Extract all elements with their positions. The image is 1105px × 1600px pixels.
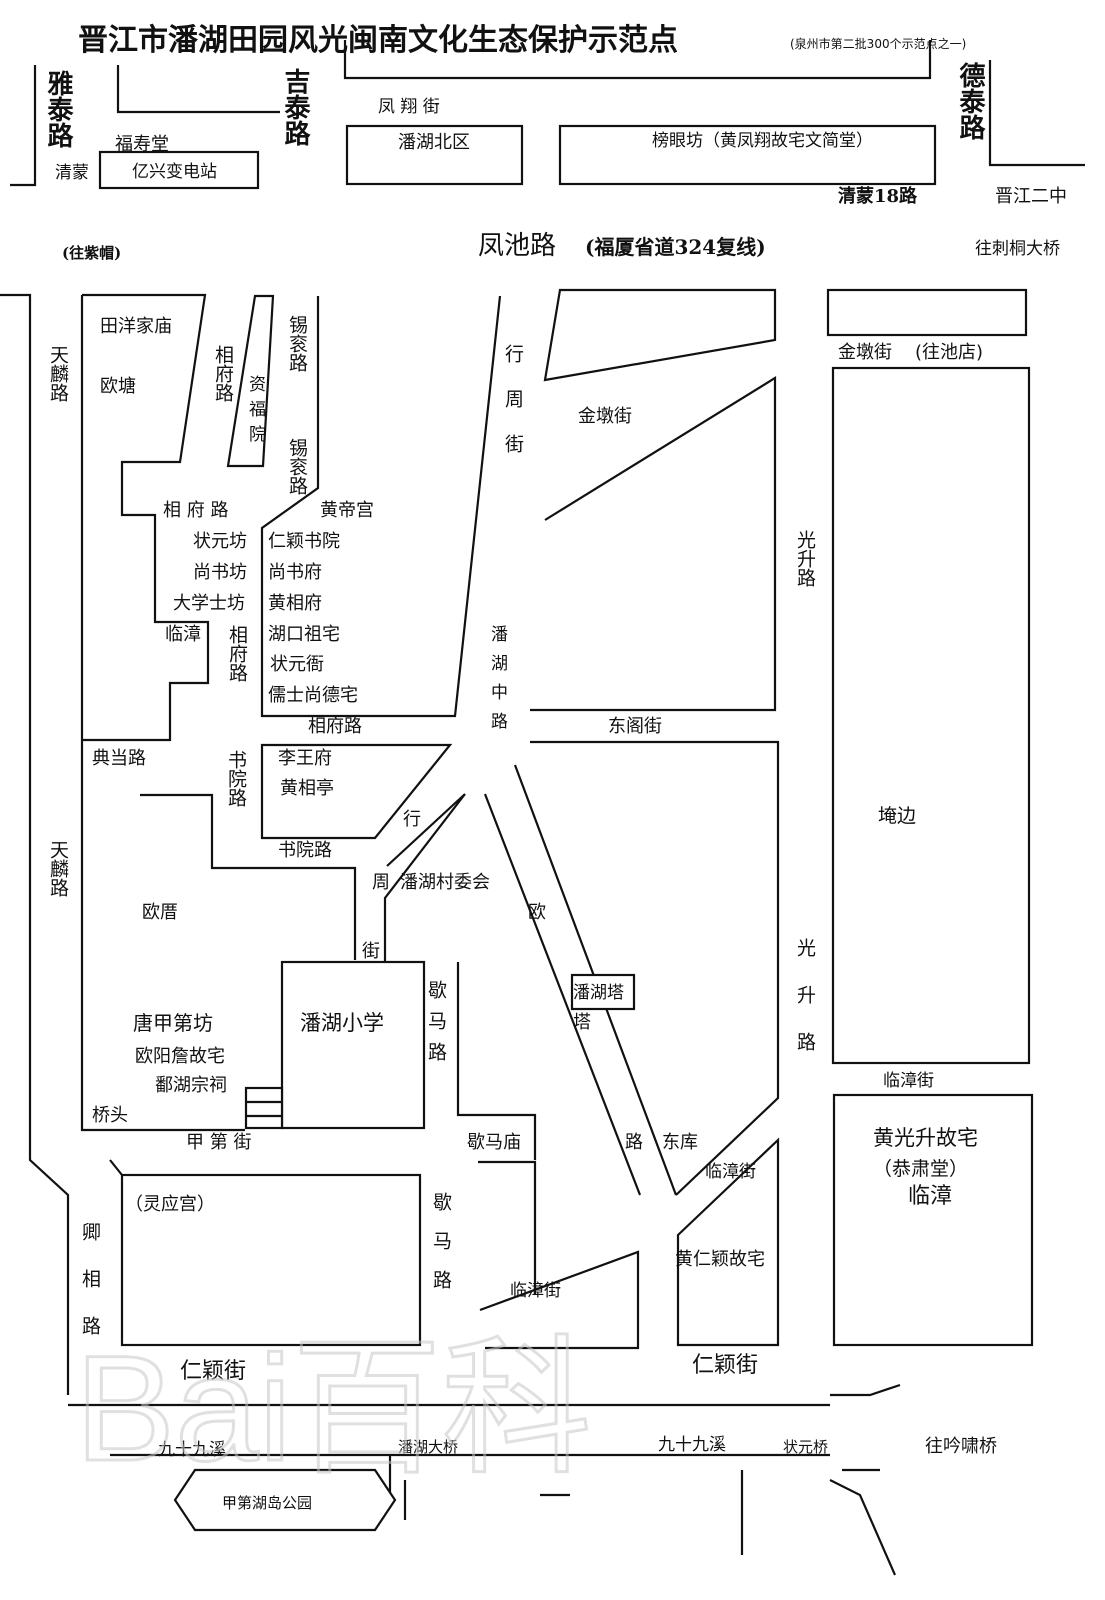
place-cunweihui: 潘湖村委会 [400,872,490,893]
place-gongsu: （恭肃堂） [873,1158,968,1180]
road-shuyuan-h: 书院路 [278,840,332,861]
place-qiaotou: 桥头 [92,1105,128,1126]
road-ou: 欧 [528,902,546,923]
road-panhu-mid: 潘湖中路 [487,625,508,741]
road-linzhang-gate: 临漳 [908,1184,952,1209]
road-xigun-2: 锡衮路 [286,438,308,495]
road-fengxiang: 凤 翔 街 [378,97,440,117]
bridge-zhuangyuan: 状元桥 [783,1438,828,1456]
place-ouyang: 欧阳詹故宅 [135,1046,225,1067]
road-fengchi-note: (福厦省道324复线) [585,235,766,259]
place-linzhang: 临漳 [165,624,201,645]
road-qingmeng18: 清蒙18路 [838,185,918,207]
place-fushoutang: 福寿堂 [115,134,169,155]
place-school: 潘湖小学 [300,1011,384,1035]
road-linzhang-3: 临漳街 [510,1281,561,1301]
main-road-lines [0,288,1034,1576]
place-dongku: 东库 [662,1132,698,1153]
place-pagoda-2: 塔 [573,1012,591,1033]
top-road-lines [10,40,1085,190]
road-linzhang-1: 临漳街 [883,1071,934,1091]
place-zhuangyuanfang: 状元坊 [193,531,247,552]
road-xiema-1: 歇马路 [425,980,447,1073]
road-yatai: 雅泰路 [43,70,73,148]
place-hukou: 湖口祖宅 [268,624,340,645]
road-qingxiang: 卿相路 [79,1222,101,1363]
place-park: 甲第湖岛公园 [222,1494,312,1512]
place-rushi: 儒士尚德宅 [268,685,358,706]
place-zhuangyuanya: 状元衙 [270,654,324,675]
road-guangsheng-1: 光升路 [794,530,816,587]
place-shangshufu: 尚书府 [268,562,322,583]
panhu-north-box [345,124,524,186]
road-jitai: 吉泰路 [280,68,310,146]
road-renying-1: 仁颖街 [180,1359,246,1384]
place-jinjiang2: 晋江二中 [995,186,1067,207]
road-to-citong: 往刺桐大桥 [975,239,1060,259]
road-xigun-1: 锡衮路 [286,315,308,372]
place-pagoda: 潘湖塔 [573,983,624,1003]
school-box [280,960,426,1130]
road-qingmeng: 清蒙 [55,163,89,183]
bangyan-box [558,124,937,186]
road-detai: 德泰路 [955,62,985,140]
place-huangxiangfu: 黄相府 [268,593,322,614]
road-diandang: 典当路 [92,748,146,769]
road-to-zimao: (往紫帽) [62,244,121,262]
road-jiushijiu-2: 九十九溪 [658,1435,726,1455]
road-jindun-2: 金墩街 [838,342,892,363]
road-xiangfu-v2: 相府路 [226,625,248,682]
map-subtitle: (泉州市第二批300个示范点之一) [790,36,966,51]
place-bangyan: 榜眼坊（黄凤翔故宅文简堂） [652,131,873,151]
road-renying-2: 仁颖街 [692,1353,758,1378]
road-tianlin-2: 天麟路 [47,840,69,897]
road-guangsheng-2: 光升路 [794,938,816,1079]
place-ou-cuo: 欧厝 [142,902,178,923]
road-tianlin-1: 天麟路 [47,345,69,402]
place-huang-gs: 黄光升故宅 [873,1126,978,1150]
place-huangdigong: 黄帝宫 [320,500,374,521]
road-xingzhou-4: 街 [362,941,380,962]
place-pohu: 鄱湖宗祠 [155,1075,227,1096]
road-xiangfu-v1: 相府路 [212,345,234,402]
place-yixing: 亿兴变电站 [132,162,217,182]
place-liwangfu: 李王府 [278,748,332,769]
road-xiema-2: 歇马路 [430,1192,452,1309]
watermark: Bai百科 [75,1324,592,1492]
road-jiadi: 甲 第 街 [186,1132,251,1153]
road-xingzhou-3: 周 [372,872,390,893]
road-xingzhou-2: 行 [403,809,421,830]
road-linzhang-2: 临漳街 [705,1162,756,1182]
road-jiushijiu-1: 九十九溪 [158,1440,226,1460]
place-renying-academy: 仁颖书院 [268,531,340,552]
road-fengchi: 凤池路 [478,231,556,261]
road-jindun-1: 金墩街 [578,406,632,427]
road-to-yinxiao: 往吟啸桥 [925,1436,997,1457]
yixing-substation-box [98,150,260,190]
map-title: 晋江市潘湖田园风光闽南文化生态保护示范点 [78,23,678,58]
road-xingzhou-1: 行周街 [502,344,524,479]
road-shuyuan-v: 书院路 [225,750,247,807]
place-yanbian: 埯边 [878,805,916,827]
place-tianyang: 田洋家庙 [100,316,172,337]
road-xiangfu-h: 相 府 路 [163,500,228,521]
place-daxueshi: 大学士坊 [173,593,245,614]
place-xiema-temple: 歇马庙 [467,1132,521,1153]
bridge-panhu: 潘湖大桥 [398,1438,458,1456]
road-xiangfu-h2: 相府路 [308,716,362,737]
road-dongge: 东阁街 [608,716,662,737]
place-zifuyuan: 资福院 [245,375,266,450]
place-panhu-north: 潘湖北区 [398,132,470,153]
place-lingying: （灵应宫） [125,1194,215,1215]
road-ou-2: 路 [625,1132,643,1153]
place-huangrenying: 黄仁颖故宅 [675,1249,765,1270]
place-outang: 欧塘 [100,376,136,397]
place-huangxiangting: 黄相亭 [280,778,334,799]
place-shangshufang: 尚书坊 [193,562,247,583]
road-to-chidian: (往池店) [915,342,983,363]
place-tangjia: 唐甲第坊 [133,1011,213,1035]
